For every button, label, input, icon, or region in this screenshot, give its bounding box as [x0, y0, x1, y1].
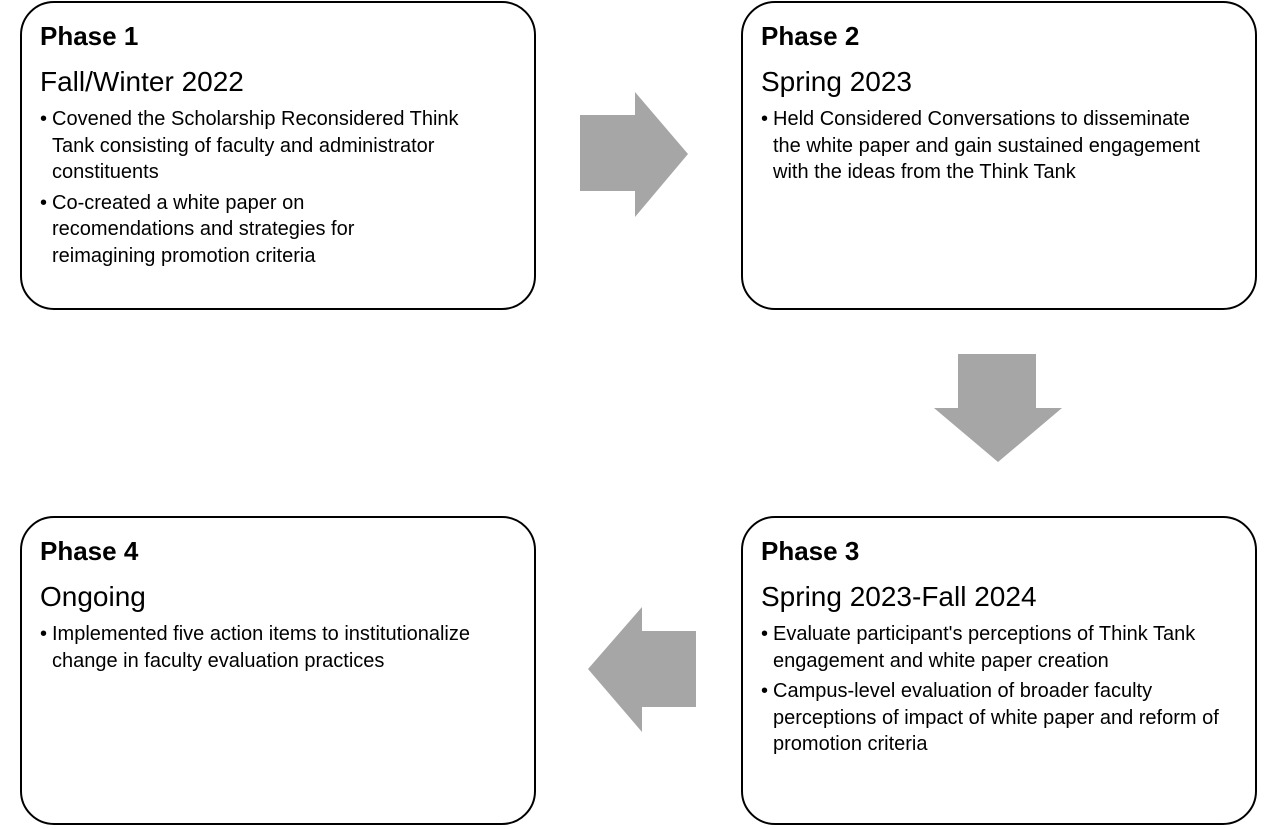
arrow-left-shape — [588, 607, 696, 732]
phase-2-bullet-1: • Held Considered Conversations to disse… — [761, 106, 1237, 186]
phase-1-period: Fall/Winter 2022 — [40, 66, 244, 97]
arrow-right-shape — [580, 92, 688, 217]
phase-2-box: Phase 2 Spring 2023 • Held Considered Co… — [741, 1, 1257, 310]
bullet-text: Held Considered Conversations to dissemi… — [773, 108, 1200, 183]
phase-3-bullets: • Evaluate participant's perceptions of … — [761, 621, 1237, 758]
bullet-text: Evaluate participant's perceptions of Th… — [773, 623, 1196, 672]
phase-3-title: Phase 3 — [761, 536, 860, 566]
phase-4-bullets: • Implemented five action items to insti… — [40, 621, 516, 674]
phase-1-box: Phase 1 Fall/Winter 2022 • Covened the S… — [20, 1, 536, 310]
bullet-icon: • — [761, 108, 769, 130]
phase-1-bullet-1: • Covened the Scholarship Reconsidered T… — [40, 106, 516, 186]
phase-1-bullet-2: • Co-created a white paper on recomendat… — [40, 190, 516, 270]
phase-3-bullet-1: • Evaluate participant's perceptions of … — [761, 621, 1237, 674]
bullet-text: Campus-level evaluation of broader facul… — [773, 680, 1219, 755]
phase-4-title: Phase 4 — [40, 536, 139, 566]
arrow-right-icon — [580, 92, 688, 217]
bullet-text: Covened the Scholarship Reconsidered Thi… — [52, 108, 459, 183]
phase-2-title: Phase 2 — [761, 21, 860, 51]
bullet-text: Implemented five action items to institu… — [52, 623, 470, 672]
bullet-icon: • — [40, 108, 48, 130]
arrow-down-shape — [934, 354, 1062, 462]
phase-1-bullets: • Covened the Scholarship Reconsidered T… — [40, 106, 516, 269]
bullet-icon: • — [40, 191, 48, 214]
bullet-icon: • — [40, 623, 48, 645]
bullet-icon: • — [761, 680, 769, 702]
phase-2-bullets: • Held Considered Conversations to disse… — [761, 106, 1237, 186]
phase-4-period: Ongoing — [40, 581, 146, 612]
phase-3-box: Phase 3 Spring 2023-Fall 2024 • Evaluate… — [741, 516, 1257, 825]
arrow-left-icon — [588, 607, 696, 732]
bullet-text: Co-created a white paper on recomendatio… — [52, 191, 355, 267]
phase-4-bullet-1: • Implemented five action items to insti… — [40, 621, 516, 674]
arrow-down-icon — [934, 354, 1062, 462]
phase-3-bullet-2: • Campus-level evaluation of broader fac… — [761, 678, 1237, 758]
phase-3-period: Spring 2023-Fall 2024 — [761, 581, 1037, 612]
bullet-icon: • — [761, 623, 769, 645]
phase-2-period: Spring 2023 — [761, 66, 913, 97]
phase-1-title: Phase 1 — [40, 21, 139, 51]
phase-4-box: Phase 4 Ongoing • Implemented five actio… — [20, 516, 536, 825]
